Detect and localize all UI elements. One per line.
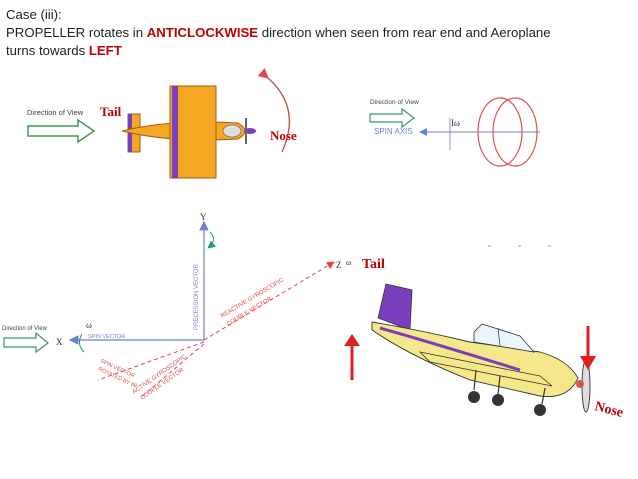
direction-arrow-2 — [369, 107, 415, 129]
header-line-2: PROPELLER rotates in ANTICLOCKWISE direc… — [6, 25, 551, 40]
precession-vector-label: PRECESSION VECTOR — [194, 263, 200, 330]
omega-small-label: ω — [346, 258, 351, 267]
omega-label: Iω — [451, 118, 460, 128]
nose-label-2: Nose — [593, 399, 625, 421]
rotor-disc-front — [477, 97, 523, 167]
vector-diagram-group: Direction of View Y PRECESSION VECTOR X … — [2, 212, 342, 402]
y-axis-label: Y — [200, 212, 207, 222]
side-view-plane-group: ω Tail — [344, 245, 625, 421]
spin-axis-label: SPIN AXIS — [374, 127, 413, 136]
keyword-anticlockwise: ANTICLOCKWISE — [146, 25, 259, 40]
keyword-left: LEFT — [88, 43, 122, 58]
rotor-disc-back — [492, 97, 538, 167]
rotation-arrow-icon — [257, 68, 291, 153]
downward-arrow-head-icon — [580, 356, 596, 370]
direction-arrow-3 — [3, 331, 49, 354]
upward-arrow-head-icon — [344, 334, 360, 346]
nose-label: Nose — [270, 128, 297, 143]
direction-of-view-label: Direction of View — [27, 108, 84, 117]
z-axis-label: Z — [336, 260, 342, 270]
y-rotation-icon — [207, 231, 216, 249]
header-line-3: turns towards LEFT — [6, 43, 122, 58]
direction-of-view-label-2: Direction of View — [370, 99, 419, 106]
direction-arrow — [27, 118, 96, 144]
spin-vector-label: SPIN VECTOR — [88, 334, 125, 340]
case-title: Case (iii): — [6, 7, 62, 22]
direction-of-view-label-3: Direction of View — [2, 326, 48, 332]
slide-header: Case (iii): PROPELLER rotates in ANTICLO… — [6, 6, 551, 60]
omega-label-axes: ω — [86, 320, 92, 330]
tail-label: Tail — [100, 104, 122, 119]
z-axis-reactive-vector — [203, 261, 335, 341]
spin-axis-group: Direction of View SPIN AXIS Iω — [369, 97, 540, 167]
x-rotation-icon — [78, 333, 85, 353]
plane-side-view — [371, 283, 591, 416]
tail-label-2: Tail — [362, 257, 385, 272]
x-axis-label: X — [56, 337, 63, 347]
top-view-plane-group: Direction of View Tail Nose — [27, 68, 297, 179]
rotated-spin-vector — [97, 341, 205, 381]
plane-top-view — [121, 85, 256, 179]
